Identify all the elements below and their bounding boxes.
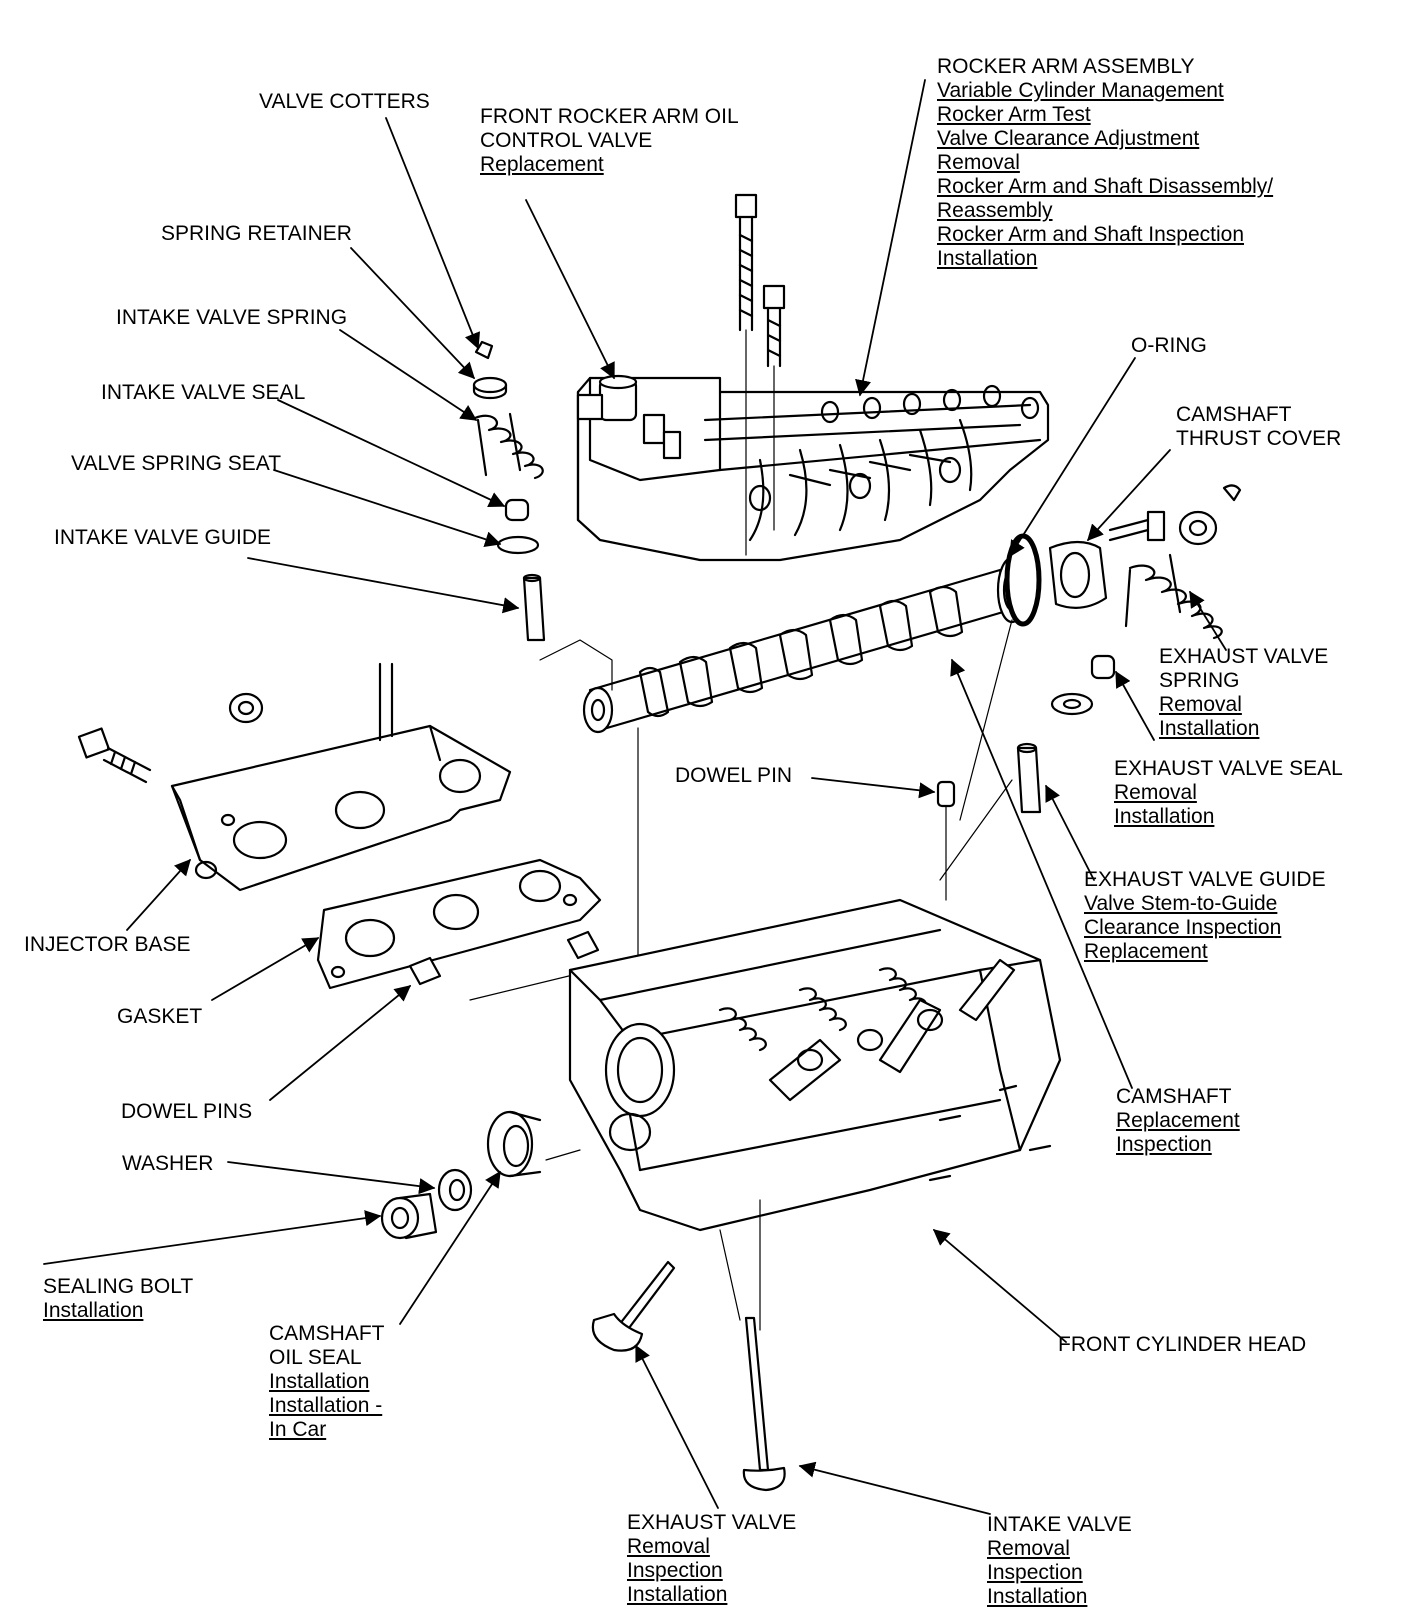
- camshaft-link[interactable]: Inspection: [1116, 1133, 1212, 1156]
- camshaft-oil-seal-link[interactable]: Installation: [269, 1370, 370, 1393]
- rocker-arm-assembly-link[interactable]: Reassembly: [937, 199, 1053, 222]
- callout-o-ring: O-RING: [1131, 334, 1207, 358]
- camshaft-thrust-cover-title-line: CAMSHAFT: [1176, 403, 1292, 426]
- front-rocker-arm-oil-control-valve-title-line: CONTROL VALVE: [480, 129, 653, 152]
- exhaust-valve-guide-link[interactable]: Replacement: [1084, 940, 1208, 963]
- front-cylinder-head-title-line: FRONT CYLINDER HEAD: [1058, 1333, 1307, 1356]
- callout-intake-valve-seal: INTAKE VALVE SEAL: [101, 381, 305, 405]
- exhaust-valve-seal-link[interactable]: Removal: [1114, 781, 1197, 804]
- rocker-arm-assembly-link[interactable]: Rocker Arm Test: [937, 103, 1091, 126]
- callout-spring-retainer: SPRING RETAINER: [161, 222, 352, 246]
- intake-valve-train-parts: [472, 340, 546, 642]
- callout-intake-valve-spring: INTAKE VALVE SPRING: [116, 306, 347, 330]
- exhaust-valve-link[interactable]: Removal: [627, 1535, 710, 1558]
- camshaft-oil-seal-link[interactable]: In Car: [269, 1418, 327, 1441]
- callout-valve-spring-seat: VALVE SPRING SEAT: [71, 452, 281, 476]
- rocker-arm-assembly-link[interactable]: Variable Cylinder Management: [937, 79, 1224, 102]
- rocker-arm-assembly-link[interactable]: Valve Clearance Adjustment: [937, 127, 1200, 150]
- callout-dowel-pin: DOWEL PIN: [675, 764, 792, 788]
- dowel-pin-title-line: DOWEL PIN: [675, 764, 793, 787]
- rocker-arm-assembly-link[interactable]: Rocker Arm and Shaft Disassembly/: [937, 175, 1274, 198]
- gasket-part: [316, 858, 611, 1001]
- camshaft-oil-seal-title-line: OIL SEAL: [269, 1346, 362, 1369]
- callout-intake-valve-guide: INTAKE VALVE GUIDE: [54, 526, 271, 550]
- exhaust-valve-link[interactable]: Inspection: [627, 1559, 723, 1582]
- camshaft-oil-seal-part: [486, 1110, 581, 1178]
- callout-front-cylinder-head: FRONT CYLINDER HEAD: [1058, 1333, 1306, 1357]
- washer-title-line: WASHER: [122, 1152, 214, 1175]
- o-ring-title-line: O-RING: [1131, 334, 1207, 357]
- exhaust-valve-spring-link[interactable]: Removal: [1159, 693, 1242, 716]
- exhaust-valve-spring-title-line: EXHAUST VALVE: [1159, 645, 1329, 668]
- exhaust-valve-title-line: EXHAUST VALVE: [627, 1511, 797, 1534]
- dowel-pins-title-line: DOWEL PINS: [121, 1100, 253, 1123]
- front-rocker-arm-oil-control-valve-title-line: FRONT ROCKER ARM OIL: [480, 105, 739, 128]
- valve-spring-seat-title-line: VALVE SPRING SEAT: [71, 452, 282, 475]
- exhaust-valve-link[interactable]: Installation: [627, 1583, 728, 1606]
- camshaft-thrust-cover-title-line: THRUST COVER: [1176, 427, 1342, 450]
- intake-valve-title-line: INTAKE VALVE: [987, 1513, 1132, 1536]
- camshaft-title-line: CAMSHAFT: [1116, 1085, 1232, 1108]
- callout-gasket: GASKET: [117, 1005, 202, 1029]
- exhaust-valve-guide-link[interactable]: Clearance Inspection: [1084, 916, 1282, 939]
- intake-valve-link[interactable]: Installation: [987, 1585, 1088, 1608]
- intake-valve-link[interactable]: Inspection: [987, 1561, 1083, 1584]
- sealing-bolt-part: [380, 1192, 438, 1240]
- injector-base-part: [77, 662, 512, 892]
- sealing-bolt-link[interactable]: Installation: [43, 1299, 144, 1322]
- leader-lines: [43, 79, 1227, 1515]
- camshaft-oil-seal-title-line: CAMSHAFT: [269, 1322, 385, 1345]
- gasket-title-line: GASKET: [117, 1005, 203, 1028]
- rocker-arm-assembly-link[interactable]: Rocker Arm and Shaft Inspection: [937, 223, 1244, 246]
- exhaust-valve-spring-link[interactable]: Installation: [1159, 717, 1260, 740]
- exhaust-valve-guide-link[interactable]: Valve Stem-to-Guide: [1084, 892, 1278, 915]
- camshaft-part: [539, 556, 1028, 1011]
- callout-injector-base: INJECTOR BASE: [24, 933, 190, 957]
- injector-base-title-line: INJECTOR BASE: [24, 933, 191, 956]
- intake-valve-seal-title-line: INTAKE VALVE SEAL: [101, 381, 306, 404]
- front-cylinder-head-part: [568, 898, 1062, 1331]
- front-rocker-arm-oil-control-valve-link[interactable]: Replacement: [480, 153, 604, 176]
- rocker-arm-assembly-link[interactable]: Installation: [937, 247, 1038, 270]
- exhaust-valve-seal-title-line: EXHAUST VALVE SEAL: [1114, 757, 1343, 780]
- exhaust-valve-part: [591, 1260, 676, 1352]
- rocker-arm-assembly-link[interactable]: Removal: [937, 151, 1020, 174]
- intake-valve-spring-title-line: INTAKE VALVE SPRING: [116, 306, 348, 329]
- washer-part: [437, 1168, 473, 1212]
- exhaust-valve-guide-title-line: EXHAUST VALVE GUIDE: [1084, 868, 1326, 891]
- valve-cotters-title-line: VALVE COTTERS: [259, 90, 430, 113]
- callout-washer: WASHER: [122, 1152, 213, 1176]
- intake-valve-part: [742, 1316, 786, 1492]
- exhaust-valve-spring-title-line: SPRING: [1159, 669, 1240, 692]
- spring-retainer-title-line: SPRING RETAINER: [161, 222, 352, 245]
- callout-dowel-pins: DOWEL PINS: [121, 1100, 252, 1124]
- sealing-bolt-title-line: SEALING BOLT: [43, 1275, 194, 1298]
- exhaust-valve-seal-link[interactable]: Installation: [1114, 805, 1215, 828]
- camshaft-link[interactable]: Replacement: [1116, 1109, 1240, 1132]
- camshaft-oil-seal-link[interactable]: Installation -: [269, 1394, 383, 1417]
- callout-valve-cotters: VALVE COTTERS: [259, 90, 430, 114]
- intake-valve-link[interactable]: Removal: [987, 1537, 1070, 1560]
- intake-valve-guide-title-line: INTAKE VALVE GUIDE: [54, 526, 272, 549]
- exhaust-side-parts: [936, 484, 1242, 901]
- rocker-arm-assembly-title-line: ROCKER ARM ASSEMBLY: [937, 55, 1195, 78]
